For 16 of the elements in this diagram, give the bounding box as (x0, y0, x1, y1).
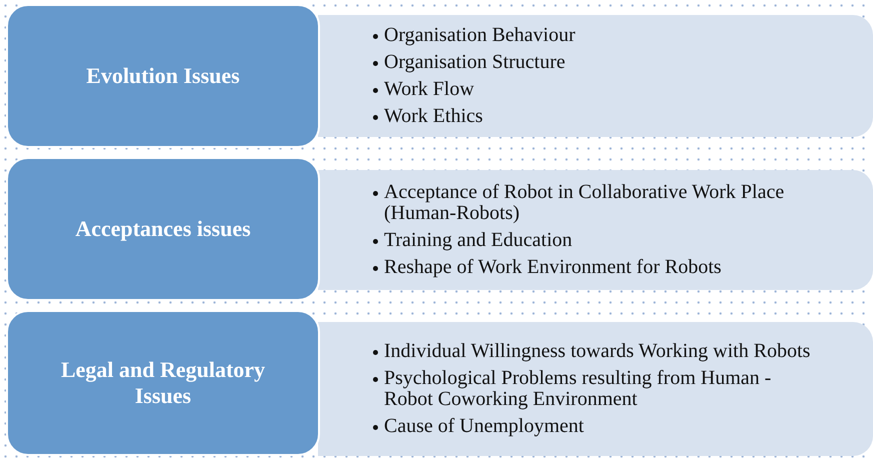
bullet-item: Acceptance of Robot in Collaborative Work Place (Human-Robots) (372, 182, 811, 224)
bullet-item: Organisation Behaviour (372, 25, 811, 46)
bullet-item: Cause of Unemployment (372, 416, 811, 437)
category-box: Acceptances issues (6, 157, 320, 301)
bullet-list-panel (318, 322, 873, 456)
bullet-item: Work Ethics (372, 106, 811, 127)
bullet-item: Training and Education (372, 230, 811, 251)
category-box: Legal and Regulatory Issues (6, 310, 320, 456)
bullet-item: Organisation Structure (372, 52, 811, 73)
category-box: Evolution Issues (6, 4, 320, 148)
bullet-item: Reshape of Work Environment for Robots (372, 257, 811, 278)
bullet-item: Psychological Problems resulting from Human - Robot Coworking Environment (372, 368, 811, 410)
bullet-list-panel (318, 15, 873, 137)
bullet-item: Individual Willingness towards Working with Robots (372, 341, 811, 362)
bullet-list-panel (318, 170, 873, 290)
bullet-item: Work Flow (372, 79, 811, 100)
